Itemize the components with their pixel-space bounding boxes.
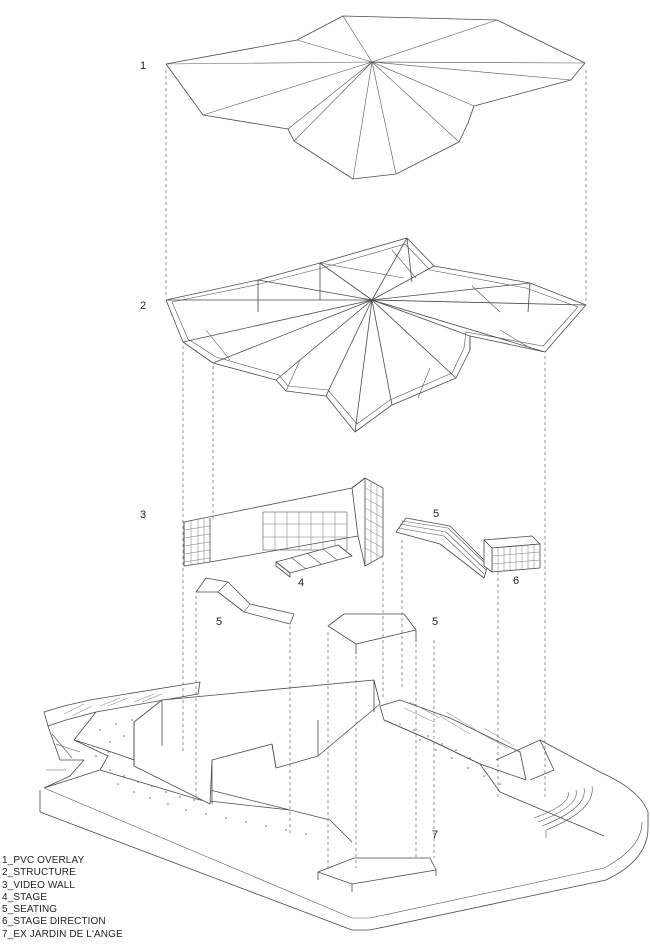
legend-item-structure: 2_STRUCTURE [2, 867, 76, 879]
video-wall [183, 477, 384, 567]
legend-item-pvc-overlay: 1_PVC OVERLAY [2, 855, 85, 866]
label-3: 3 [140, 509, 147, 521]
garden-site [39, 679, 649, 931]
projection-lines [165, 70, 587, 872]
seating-right [395, 517, 489, 579]
seating-tower [327, 613, 417, 654]
legend-item-video-wall: 3_VIDEO WALL [2, 879, 76, 891]
seating-left [195, 577, 295, 625]
stage-direction-booth [483, 535, 541, 573]
label-6: 6 [513, 575, 520, 587]
legend: 1_PVC OVERLAY 2_STRUCTURE 3_VIDEO WALL 4… [2, 855, 123, 941]
pvc-overlay-canopy [165, 15, 586, 180]
label-5-right: 5 [433, 508, 440, 520]
legend-item-stage-direction: 6_STAGE DIRECTION [2, 916, 106, 928]
structure-truss [165, 237, 587, 433]
legend-item-stage: 4_STAGE [2, 891, 47, 903]
legend-item-seating: 5_SEATING [2, 904, 58, 916]
label-1: 1 [140, 60, 147, 72]
label-7: 7 [432, 829, 439, 841]
label-2: 2 [140, 300, 147, 312]
legend-item-ex-jardin: 7_EX JARDIN DE L'ANGE [2, 928, 123, 940]
label-5-tower: 5 [432, 616, 439, 628]
label-4: 4 [298, 577, 305, 589]
label-5-left: 5 [216, 616, 223, 628]
stage-platform [275, 544, 353, 578]
